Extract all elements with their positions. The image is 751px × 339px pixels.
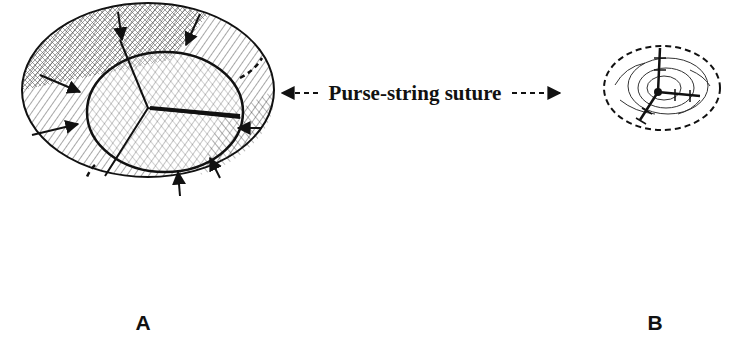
figure-letter: A [132,311,153,335]
figure-b [604,46,720,130]
part-label: Purse-string suture [326,81,505,106]
figure-a [22,3,274,196]
figure-letter: B [644,311,665,335]
